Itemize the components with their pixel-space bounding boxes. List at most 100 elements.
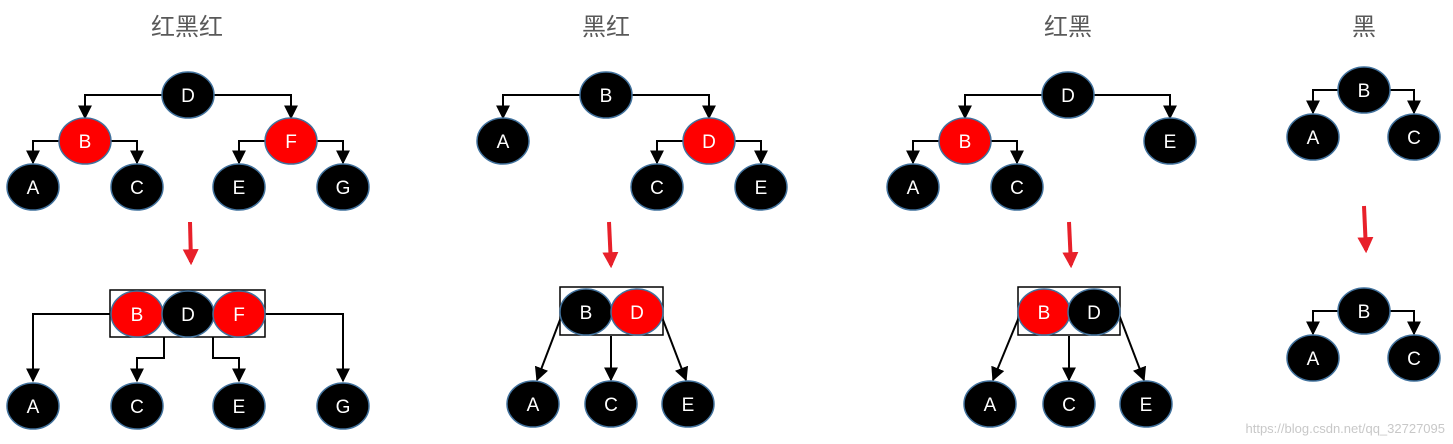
tree-node-b: B xyxy=(938,117,992,165)
svg-text:A: A xyxy=(527,395,540,416)
btree-child-a: A xyxy=(6,382,60,430)
tree-node-b: B xyxy=(1337,66,1391,114)
btree-key-b: B xyxy=(559,288,613,336)
tree-node-a: A xyxy=(1286,113,1340,161)
btree-child-e: E xyxy=(212,382,266,430)
svg-text:B: B xyxy=(1358,302,1371,323)
edge xyxy=(26,140,60,165)
btree-child-c: C xyxy=(1387,334,1441,382)
svg-text:B: B xyxy=(580,303,593,324)
tree-node-d: D xyxy=(682,117,736,165)
tree-node-e: E xyxy=(212,163,266,211)
panel-4-before-edges xyxy=(1306,89,1421,115)
tree-node-b: B xyxy=(58,117,112,165)
tree-node-d: D xyxy=(1041,71,1095,119)
edge xyxy=(1389,89,1421,115)
transform-arrow-3 xyxy=(1062,221,1079,269)
svg-text:C: C xyxy=(1010,178,1024,199)
svg-text:E: E xyxy=(682,395,695,416)
panel-3-before-edges xyxy=(906,94,1177,165)
tree-node-d: D xyxy=(161,71,215,119)
svg-text:C: C xyxy=(1407,128,1421,149)
btree-child-a: A xyxy=(1286,334,1340,382)
edge xyxy=(659,311,689,382)
edge xyxy=(130,337,165,383)
panel-title-red-black-red: 红黑红 xyxy=(151,13,223,41)
svg-text:E: E xyxy=(233,397,246,418)
svg-text:E: E xyxy=(233,178,246,199)
edge xyxy=(958,94,1042,120)
edge xyxy=(1093,94,1177,120)
edge xyxy=(78,94,162,120)
svg-text:D: D xyxy=(1061,86,1075,107)
svg-text:F: F xyxy=(233,305,245,326)
btree-key-b: B xyxy=(1337,287,1391,335)
svg-text:B: B xyxy=(959,132,972,153)
tree-node-f: F xyxy=(264,117,318,165)
tree-node-a: A xyxy=(476,117,530,165)
edge xyxy=(906,140,940,165)
panel-1-after-edges xyxy=(26,313,350,383)
tree-node-a: A xyxy=(6,163,60,211)
panel-3-after-edges xyxy=(991,311,1147,382)
svg-text:B: B xyxy=(79,132,92,153)
tree-node-c: C xyxy=(1387,113,1441,161)
panel-title-black: 黑 xyxy=(1352,13,1376,41)
edge xyxy=(735,140,768,165)
tree-node-c: C xyxy=(630,163,684,211)
tree-node-g: G xyxy=(316,163,370,211)
panel-title-red-black: 红黑 xyxy=(1044,13,1092,41)
edge xyxy=(26,313,112,383)
panel-2-before-edges xyxy=(496,94,768,165)
svg-text:D: D xyxy=(181,86,195,107)
btree-key-d: D xyxy=(610,288,664,336)
svg-text:D: D xyxy=(702,132,716,153)
edge xyxy=(213,94,298,120)
svg-text:C: C xyxy=(130,397,144,418)
edge xyxy=(111,140,144,165)
svg-text:B: B xyxy=(1038,303,1051,324)
watermark-text: https://blog.csdn.net/qq_32727095 xyxy=(1246,421,1446,436)
btree-key-f: F xyxy=(212,290,266,338)
btree-child-a: A xyxy=(963,380,1017,428)
svg-text:F: F xyxy=(285,132,297,153)
tree-node-c: C xyxy=(990,163,1044,211)
svg-text:A: A xyxy=(27,178,40,199)
edge xyxy=(232,140,266,165)
svg-text:B: B xyxy=(600,86,613,107)
btree-child-e: E xyxy=(1119,380,1173,428)
svg-text:E: E xyxy=(1140,395,1153,416)
transform-arrow-1 xyxy=(182,221,199,266)
svg-text:C: C xyxy=(1062,395,1076,416)
edge xyxy=(631,94,716,120)
tree-node-e: E xyxy=(1143,117,1197,165)
edge xyxy=(1306,310,1338,336)
svg-text:B: B xyxy=(131,305,144,326)
svg-text:G: G xyxy=(336,397,351,418)
btree-child-a: A xyxy=(506,380,560,428)
svg-text:A: A xyxy=(907,178,920,199)
svg-text:C: C xyxy=(1407,349,1421,370)
edge xyxy=(1389,310,1421,336)
tree-node-b: B xyxy=(579,71,633,119)
svg-text:A: A xyxy=(1307,128,1320,149)
panel-title-black-red: 黑红 xyxy=(582,13,630,41)
edge xyxy=(534,311,564,382)
svg-text:A: A xyxy=(1307,349,1320,370)
btree-key-b: B xyxy=(1017,288,1071,336)
panel-2-after-edges xyxy=(534,311,689,382)
svg-text:A: A xyxy=(497,132,510,153)
btree-key-d: D xyxy=(1067,288,1121,336)
edge xyxy=(212,337,246,383)
btree-key-b: B xyxy=(110,290,164,338)
edge xyxy=(991,311,1022,382)
btree-child-c: C xyxy=(110,382,164,430)
svg-text:E: E xyxy=(755,178,768,199)
svg-text:C: C xyxy=(604,395,618,416)
tree-node-e: E xyxy=(734,163,788,211)
svg-text:B: B xyxy=(1358,81,1371,102)
svg-text:D: D xyxy=(1087,303,1101,324)
tree-node-a: A xyxy=(886,163,940,211)
panel-1-before-edges xyxy=(26,94,350,165)
